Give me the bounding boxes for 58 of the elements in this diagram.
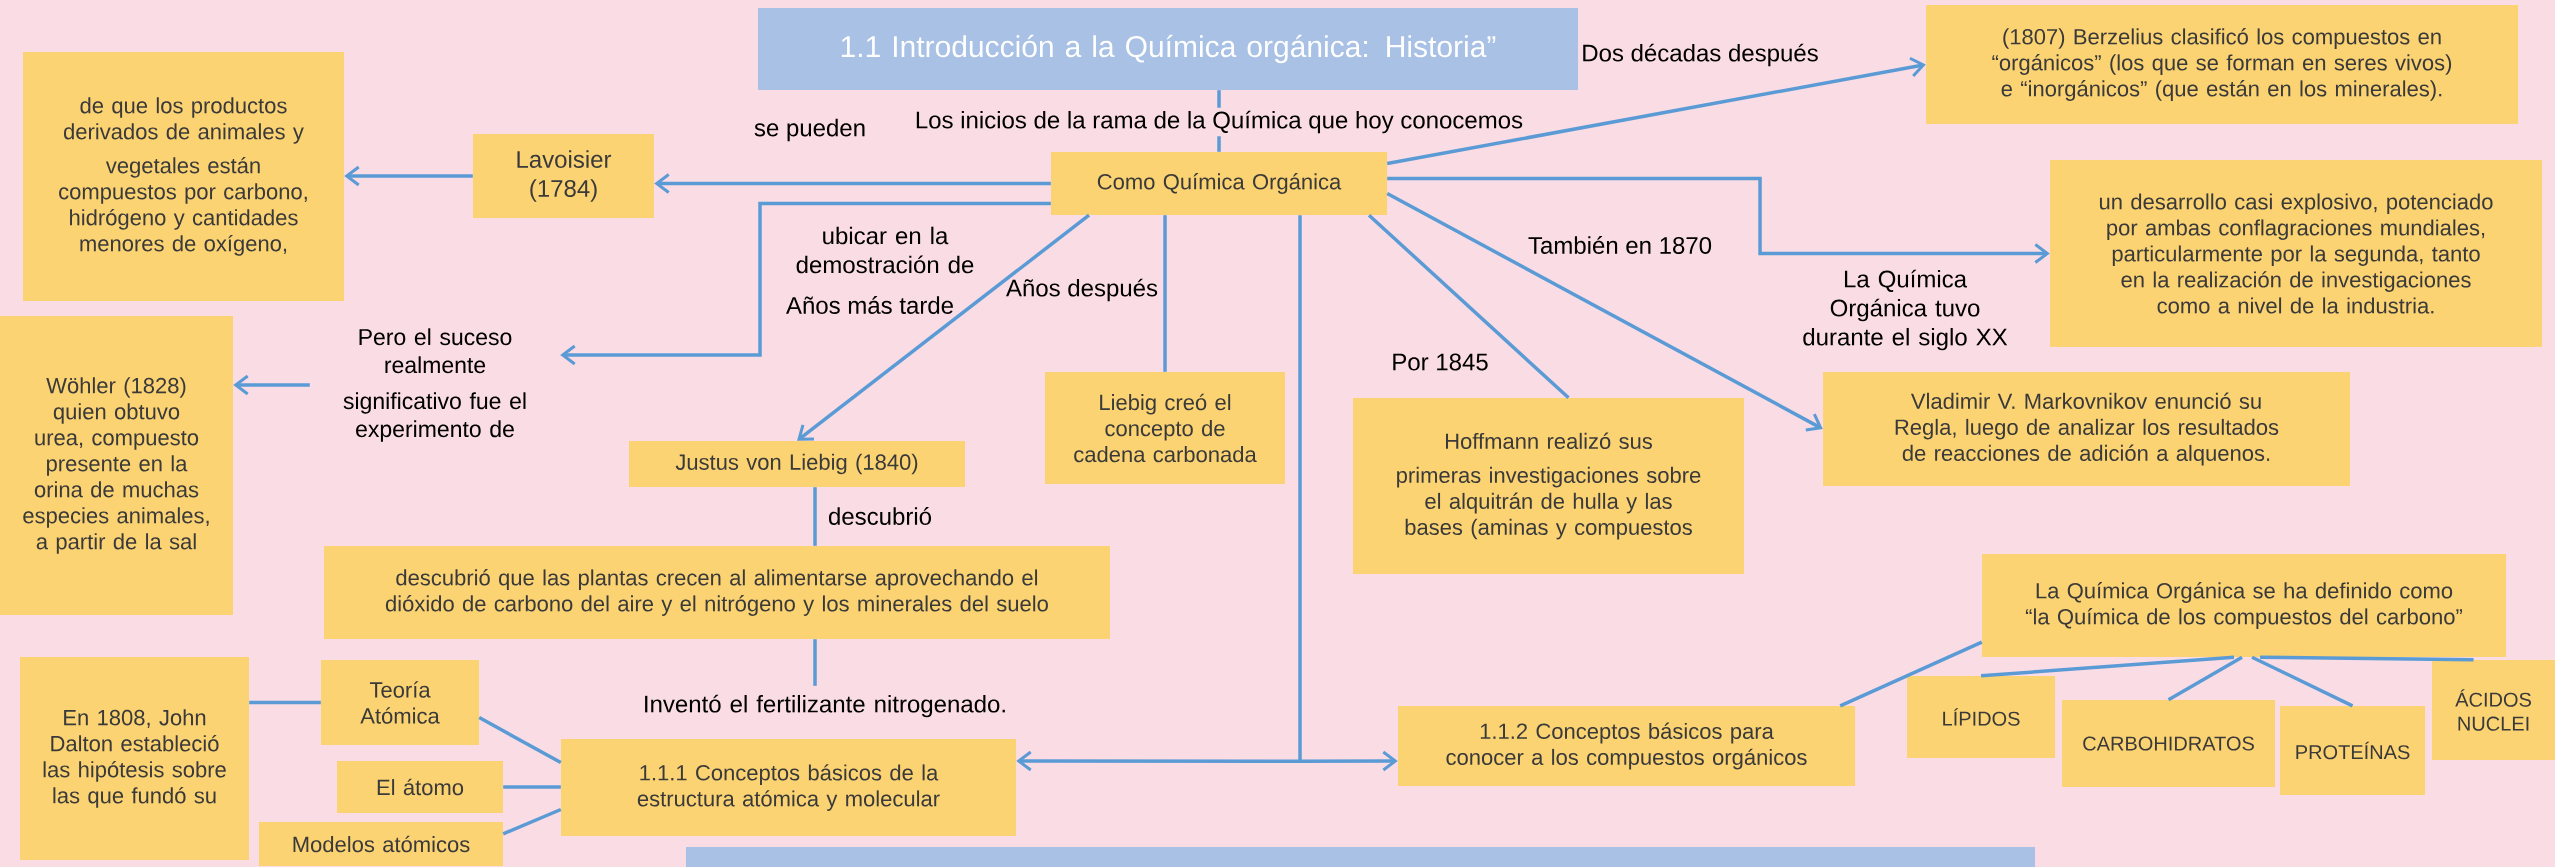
connector-line bbox=[1367, 213, 1570, 400]
edge-label: ubicar en la demostración de bbox=[796, 226, 974, 274]
connector-line bbox=[2260, 655, 2474, 662]
concept-box: un desarrollo casi explosivo, potenciado por ambas conflagraciones mundiales, particularmente por la segunda, tanto en la realización de investigaciones como a nivel de la industria. bbox=[2050, 160, 2543, 347]
edge-label: Los inicios de la rama de la Química que hoy conocemos bbox=[911, 107, 1527, 137]
concept-box: La Química Orgánica se ha definido como “la Química de los compuestos del carbono” bbox=[1982, 554, 2507, 657]
edge-label: se pueden bbox=[754, 118, 865, 142]
arrow bbox=[233, 374, 310, 396]
connector-line bbox=[1980, 655, 2235, 678]
concept-box: (1807) Berzelius clasificó los compuestos en “orgánicos” (los que se forman en seres vivos) e “inorgánicos” (que están en los minerales). bbox=[1926, 5, 2519, 124]
edge-label: Por 1845 bbox=[1393, 353, 1488, 371]
concept-box: Hoffmann realizó sus primeras investigaciones sobre el alquitrán de hulla y las bases (aminas y compuestos bbox=[1353, 398, 1745, 574]
arrow bbox=[344, 165, 473, 187]
concept-box: Teoría Atómica bbox=[321, 660, 479, 745]
arrow bbox=[1387, 176, 2050, 264]
concept-box: Modelos atómicos bbox=[259, 822, 503, 866]
concept-box: descubrió que las plantas crecen al alimentarse aprovechando el dióxido de carbono del aire y el nitrógeno y los minerales del suelo bbox=[324, 546, 1110, 639]
concept-box: Como Química Orgánica bbox=[1051, 152, 1387, 215]
concept-box: LÍPIDOS bbox=[1907, 676, 2056, 758]
edge-label: Dos décadas después bbox=[1583, 43, 1818, 67]
linking-text: Inventó el fertilizante nitrogenado. bbox=[645, 694, 1005, 718]
concept-box: El átomo bbox=[337, 761, 503, 813]
concept-box: de que los productos derivados de animales y vegetales están compuestos por carbono, hidrógeno y cantidades menores de oxígeno, bbox=[23, 52, 344, 301]
concept-box: 1.1.1 Conceptos básicos de la estructura atómica y molecular bbox=[561, 739, 1016, 836]
connector-line bbox=[1163, 215, 1167, 372]
edge-label: La Química Orgánica tuvo durante el siglo XX bbox=[1803, 269, 2008, 351]
edge-label: Años después bbox=[1006, 278, 1158, 302]
connector-line bbox=[2167, 655, 2243, 702]
concept-box: Lavoisier (1784) bbox=[473, 134, 654, 218]
concept-box: 1.1.2 Conceptos básicos para conocer a los compuestos orgánicos bbox=[1398, 706, 1856, 786]
arrow bbox=[654, 173, 1051, 194]
arrow bbox=[797, 213, 1091, 441]
connector-line bbox=[813, 487, 817, 546]
title-banner: 1.1 Introducción a la Química orgánica: Historia” bbox=[758, 8, 1578, 90]
concept-box: Liebig creó el concepto de cadena carbonada bbox=[1045, 372, 1285, 484]
concept-box: CARBOHIDRATOS bbox=[2062, 700, 2276, 787]
connector-line bbox=[1839, 640, 1983, 708]
edge-label: descubrió bbox=[829, 507, 931, 525]
connector-line bbox=[249, 700, 321, 705]
connector-line bbox=[503, 785, 561, 789]
arrow bbox=[1386, 191, 1823, 432]
linking-text: Pero el suceso realmente significativo fue el experimento de bbox=[343, 328, 526, 442]
connector-line bbox=[813, 639, 817, 686]
arrow bbox=[1386, 56, 1926, 166]
concept-box: Justus von Liebig (1840) bbox=[629, 441, 965, 487]
connector-line bbox=[478, 715, 562, 765]
concept-box: Wöhler (1828) quien obtuvo urea, compuesto presente en la orina de muchas especies animales, a partir de la sal bbox=[0, 316, 233, 615]
arrow bbox=[1016, 215, 1398, 772]
connector-line bbox=[502, 807, 562, 836]
connector-line bbox=[2251, 655, 2354, 708]
edge-label: También en 1870 bbox=[1528, 236, 1712, 254]
banner-bar bbox=[686, 847, 2036, 867]
concept-box: En 1808, John Dalton estableció las hipótesis sobre las que fundó su bbox=[20, 657, 249, 860]
concept-box: Vladimir V. Markovnikov enunció su Regla, luego de analizar los resultados de reacciones de adición a alquenos. bbox=[1823, 372, 2351, 486]
edge-label: Años más tarde bbox=[786, 296, 953, 314]
concept-box: ÁCIDOS NUCLEI bbox=[2432, 660, 2555, 760]
arrow bbox=[560, 201, 1051, 366]
concept-box: PROTEÍNAS bbox=[2280, 706, 2426, 795]
